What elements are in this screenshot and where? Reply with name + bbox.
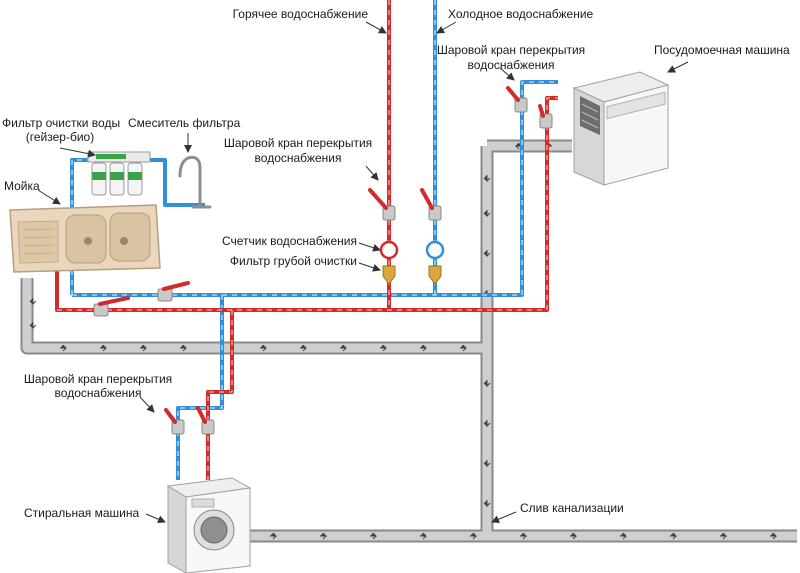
label-valve-top-2: водоснабжения (468, 58, 555, 72)
label-sink: Мойка (4, 179, 40, 193)
label-sewer: Слив канализации (520, 501, 624, 515)
label-dishwasher: Посудомоечная машина (654, 43, 790, 57)
hot-riser-valve (368, 188, 396, 221)
label-valve-low-1: Шаровой кран перекрытия (24, 372, 172, 386)
label-coarse-filter: Фильтр грубой очистки (230, 254, 357, 268)
water-filter-unit (87, 151, 151, 196)
label-washing-machine: Стиральная машина (24, 506, 139, 520)
sewer-pipes (20, 139, 797, 543)
cold-coarse-filter (428, 265, 442, 285)
dishwasher (572, 71, 670, 186)
label-filter-2: (гейзер-био) (26, 130, 94, 144)
dishwasher-hot-valve (538, 104, 553, 129)
labels: Горячее водоснабжение Холодное водоснабж… (2, 7, 790, 520)
cold-riser-valve (420, 188, 442, 221)
cold-water-meter (425, 240, 445, 260)
dishwasher-cold-valve (506, 86, 528, 113)
label-filter-1: Фильтр очистки воды (2, 116, 120, 130)
label-faucet: Смеситель фильтра (128, 116, 241, 130)
label-valve-mid-1: Шаровой кран перекрытия (224, 136, 372, 150)
washer-cold-valve (164, 408, 185, 435)
sink-hot-valve (93, 296, 130, 317)
hot-pipe-dashes (57, 0, 558, 480)
hot-water-meter (379, 240, 399, 260)
leader-arrows (37, 21, 689, 523)
label-valve-mid-2: водоснабжения (255, 151, 342, 165)
hot-coarse-filter (382, 265, 396, 285)
label-valve-top-1: Шаровой кран перекрытия (437, 43, 585, 57)
washing-machine (166, 477, 252, 573)
label-cold-supply: Холодное водоснабжение (448, 7, 594, 21)
sink-cold-valve (157, 281, 190, 302)
label-valve-low-2: водоснабжения (55, 386, 142, 400)
sink (9, 204, 161, 273)
washer-hot-valve (196, 406, 215, 435)
filter-faucet (178, 156, 212, 209)
label-hot-supply: Горячее водоснабжение (233, 7, 369, 21)
sewer-flow-arrows (29, 142, 778, 540)
label-meter: Счетчик водоснабжения (222, 234, 357, 248)
